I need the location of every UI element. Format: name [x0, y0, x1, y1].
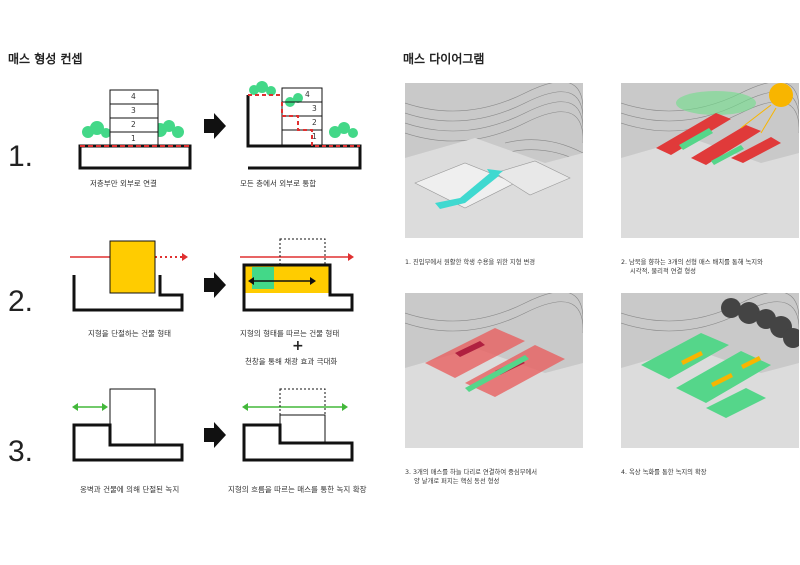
arrow-right-icon-2	[204, 272, 226, 298]
caption-2-right-2: 천창을 통해 채광 효과 극대화	[245, 357, 338, 366]
diagram-2-caption-1: 2. 남북을 향하는 3개의 선형 매스 배치를 통해 녹지와	[621, 259, 763, 266]
diagram-3-caption-2: 양 날개로 퍼지는 핵심 동선 형성	[414, 478, 500, 485]
caption-1-right: 모든 층에서 외부로 통합	[240, 179, 317, 188]
left-section-title: 매스 형성 컨셉	[8, 52, 83, 66]
after-floor-2: 2	[312, 118, 317, 127]
floor-4: 4	[131, 92, 136, 101]
diagram-1-caption: 1. 진입부에서 원활한 학생 수용을 위한 지형 변경	[405, 259, 536, 266]
after-floor-1: 1	[312, 132, 317, 141]
caption-1-left: 저층부만 외부로 연결	[90, 179, 157, 188]
mass-diagram-3	[405, 293, 583, 448]
mass-diagram-4	[621, 293, 799, 448]
concept-3-after	[242, 388, 354, 462]
diagram-3-caption-1: 3. 3개의 매스를 하늘 다리로 연결하여 중심부에서	[405, 469, 538, 476]
row-number-3: 3.	[8, 435, 34, 468]
mass-diagram-2	[621, 83, 799, 238]
concept-1-before	[78, 89, 192, 170]
diagram-2-caption-2: 시각적, 물리적 연결 형성	[630, 268, 696, 275]
caption-2-left: 지형을 단절하는 건물 형태	[88, 329, 172, 338]
diagram-4-caption: 4. 옥상 녹화를 통한 녹지의 확장	[621, 469, 707, 476]
row-number-1: 1.	[8, 140, 34, 173]
concept-3-before	[72, 388, 184, 462]
floor-3: 3	[131, 106, 136, 115]
concept-1-after	[246, 81, 362, 170]
concept-2-before	[70, 240, 188, 312]
row-number-2: 2.	[8, 285, 34, 318]
after-floor-3: 3	[312, 104, 317, 113]
mass-diagram-1	[405, 83, 583, 238]
floor-1: 1	[131, 134, 136, 143]
caption-3-right: 지형의 흐름을 따르는 매스를 통한 녹지 확장	[228, 485, 367, 494]
floor-2: 2	[131, 120, 136, 129]
concept-2-after	[240, 238, 354, 312]
after-floor-4: 4	[305, 90, 310, 99]
right-section-title: 매스 다이어그램	[403, 52, 485, 66]
arrow-right-icon-1	[204, 113, 226, 139]
caption-2-right: 지형의 형태를 따르는 건물 형태	[240, 329, 340, 338]
plus-sign: +	[292, 338, 304, 354]
caption-3-left: 옹벽과 건물에 의해 단절된 녹지	[80, 485, 180, 494]
arrow-right-icon-3	[204, 422, 226, 448]
